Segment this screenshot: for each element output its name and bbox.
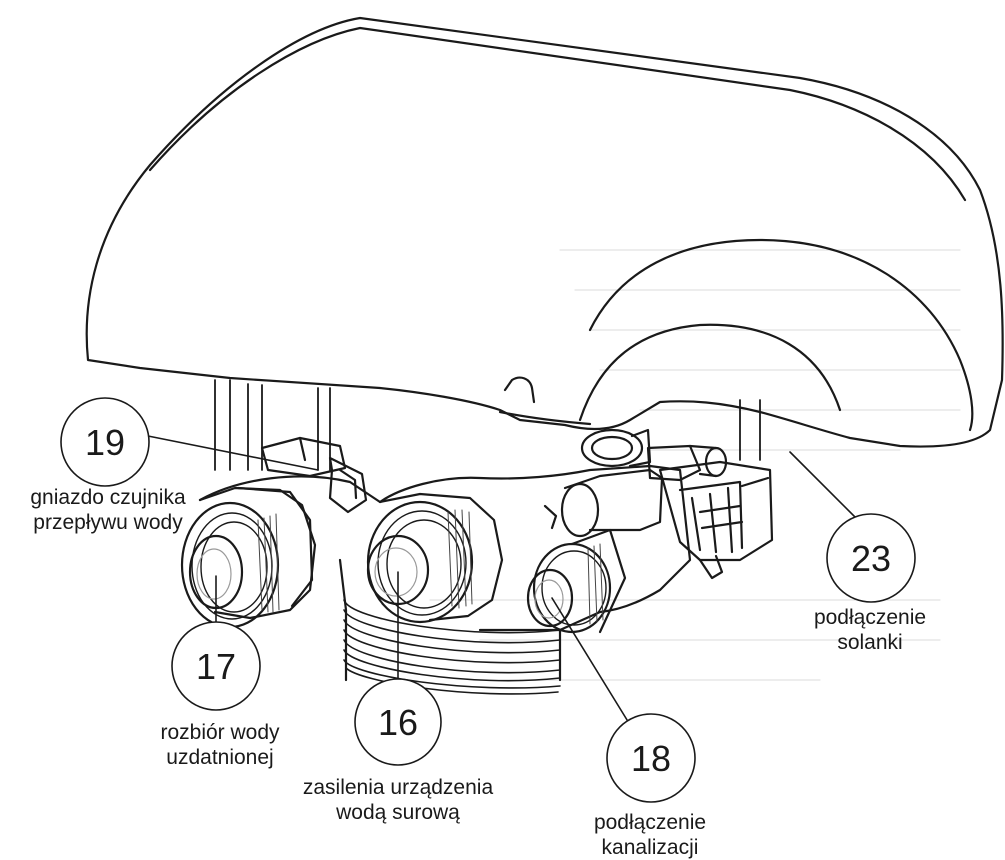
flow-sensor-socket bbox=[260, 436, 368, 514]
caption-16: zasilenia urządzenia wodą surową bbox=[278, 775, 518, 825]
caption-17: rozbiór wody uzdatnionej bbox=[130, 720, 310, 770]
cover-notch bbox=[503, 376, 536, 404]
callout-number-16: 16 bbox=[378, 702, 418, 743]
caption-23-line-2: solanki bbox=[837, 631, 903, 654]
cover-ridge bbox=[148, 26, 967, 202]
cover-inner-edge bbox=[578, 323, 842, 422]
caption-19-line-2: przepływu wody bbox=[33, 511, 183, 534]
mounting-posts bbox=[214, 379, 761, 471]
callout-circle-16 bbox=[354, 678, 442, 766]
callout-number-23: 23 bbox=[851, 538, 891, 579]
valve-cover bbox=[85, 16, 1004, 448]
callout-circle-17 bbox=[171, 621, 261, 711]
callout-circles bbox=[60, 397, 916, 803]
brine-clip bbox=[658, 460, 774, 562]
port-17-hex bbox=[236, 486, 314, 608]
caption-16-line-1: zasilenia urządzenia bbox=[302, 776, 494, 799]
cover-lip bbox=[498, 410, 592, 426]
caption-17-line-1: rozbiór wody bbox=[160, 721, 280, 744]
callout-circle-19 bbox=[60, 397, 150, 487]
caption-18-line-2: kanalizacji bbox=[601, 836, 699, 859]
caption-19: gniazdo czujnika przepływu wody bbox=[8, 485, 208, 535]
caption-19-line-1: gniazdo czujnika bbox=[30, 486, 186, 509]
valve-body bbox=[198, 464, 692, 682]
caption-17-line-2: uzdatnionej bbox=[166, 746, 274, 769]
port-18-opening bbox=[526, 568, 574, 628]
leader-23 bbox=[789, 451, 861, 523]
leader-lines bbox=[147, 435, 861, 729]
leader-18 bbox=[551, 597, 633, 729]
port-18-thread bbox=[532, 542, 612, 634]
caption-23-line-1: podłączenie bbox=[813, 606, 927, 629]
callout-number-19: 19 bbox=[85, 422, 125, 463]
port-23-brine-connector bbox=[560, 444, 774, 580]
port-18-drain bbox=[526, 528, 627, 634]
cover-outline bbox=[85, 16, 1004, 448]
callout-number-17: 17 bbox=[196, 646, 236, 687]
caption-23: podłączenie solanki bbox=[790, 605, 950, 655]
caption-18: podłączenie kanalizacji bbox=[570, 810, 730, 860]
threaded-base bbox=[343, 599, 561, 695]
caption-16-line-2: wodą surową bbox=[336, 801, 460, 824]
callout-numbers: 19 17 16 18 23 bbox=[85, 422, 891, 779]
caption-18-line-1: podłączenie bbox=[593, 811, 707, 834]
brine-nozzle bbox=[580, 428, 652, 468]
callout-number-18: 18 bbox=[631, 738, 671, 779]
callout-circle-23 bbox=[826, 513, 916, 603]
leader-19 bbox=[147, 435, 319, 471]
callout-circle-18 bbox=[606, 713, 696, 803]
cover-front-face bbox=[588, 238, 974, 432]
